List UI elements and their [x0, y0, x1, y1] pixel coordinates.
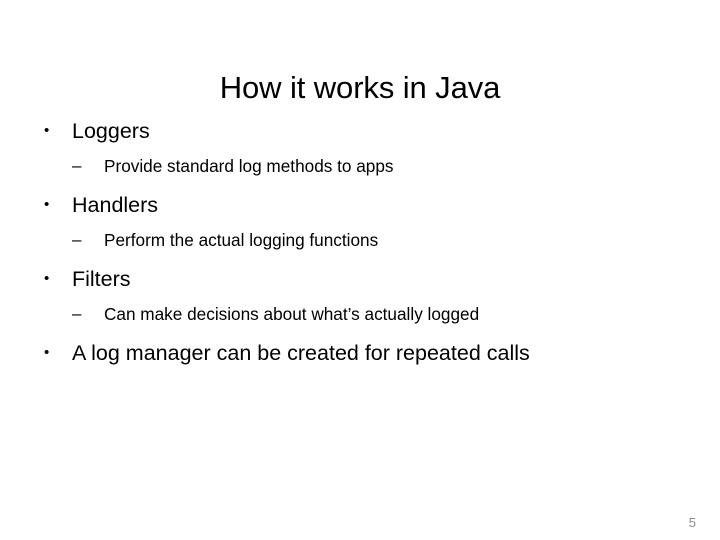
list-item: • Loggers [0, 118, 720, 144]
bullet-marker-icon: • [44, 122, 50, 139]
dash-marker-icon: – [72, 304, 82, 323]
list-item: – Provide standard log methods to apps [0, 155, 720, 177]
dash-marker-icon: – [72, 156, 82, 175]
list-item-label: Filters [72, 267, 131, 291]
bullet-marker-icon: • [44, 270, 50, 287]
list-item: • Handlers [0, 192, 720, 218]
bullet-list: • Loggers – Provide standard log methods… [0, 118, 720, 366]
dash-marker-icon: – [72, 230, 82, 249]
bullet-marker-icon: • [44, 196, 50, 213]
logging-flow-diagram: Exception Logmanager Logger Handler Filt… [0, 418, 720, 498]
list-item: • Filters [0, 266, 720, 292]
bullet-marker-icon: • [44, 344, 50, 361]
list-item: – Perform the actual logging functions [0, 229, 720, 251]
list-item-label: Provide standard log methods to apps [104, 156, 394, 176]
page-number: 5 [688, 515, 696, 530]
list-item-label: Can make decisions about what’s actually… [104, 304, 480, 324]
list-item-label: A log manager can be created for repeate… [72, 341, 530, 365]
list-item-label: Loggers [72, 119, 150, 143]
page-title: How it works in Java [219, 69, 501, 105]
list-item-label: Perform the actual logging functions [104, 230, 379, 250]
list-item: – Can make decisions about what’s actual… [0, 303, 720, 325]
list-item: • A log manager can be created for repea… [0, 340, 720, 366]
list-item-label: Handlers [72, 193, 159, 217]
